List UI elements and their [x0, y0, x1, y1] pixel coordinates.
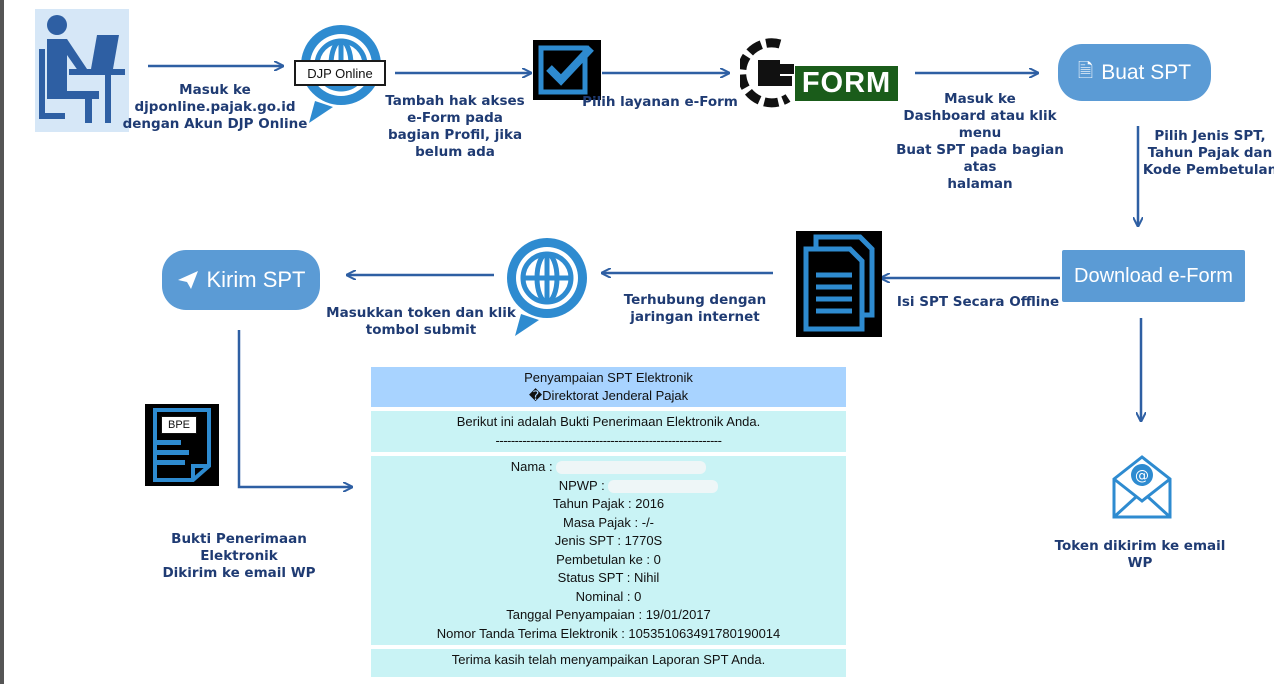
receipt-field: Jenis SPT : 1770S: [554, 533, 663, 548]
login-caption: Masuk ke djponline.pajak.go.id dengan Ak…: [122, 82, 308, 132]
bpe-caption: Bukti Penerimaan Elektronik Dikirim ke e…: [162, 531, 316, 581]
receipt-field: Masa Pajak : -/-: [562, 514, 655, 530]
receipt-npwp: NPWP :: [371, 477, 846, 496]
left-border: [0, 0, 4, 684]
receipt-subtitle: �Direktorat Jenderal Pajak: [528, 388, 689, 403]
kirim-spt-button[interactable]: Kirim SPT: [162, 250, 320, 310]
receipt-fields: Nama : NPWP : Tahun Pajak : 2016 Masa Pa…: [371, 456, 846, 645]
choose-spt-caption: Pilih Jenis SPT, Tahun Pajak dan Kode Pe…: [1142, 128, 1274, 178]
bpe-receipt: Penyampaian SPT Elektronik �Direktorat J…: [371, 367, 846, 677]
receipt-field: Nominal : 0: [575, 588, 642, 604]
receipt-field: Tahun Pajak : 2016: [552, 496, 665, 511]
receipt-title: Penyampaian SPT Elektronik: [524, 370, 693, 385]
token-submit-caption: Masukkan token dan klik tombol submit: [326, 305, 516, 338]
documents-icon: [796, 231, 882, 337]
bpe-badge: BPE: [161, 416, 197, 434]
svg-text:@: @: [1135, 468, 1149, 484]
send-icon: [177, 271, 198, 289]
offline-caption: Isi SPT Secara Offline: [896, 294, 1060, 310]
receipt-header: Penyampaian SPT Elektronik �Direktorat J…: [371, 367, 846, 407]
djp-online-badge: DJP Online: [294, 60, 386, 86]
checkbox-icon: [533, 40, 601, 100]
receipt-field: Pembetulan ke : 0: [556, 551, 661, 567]
redacted-npwp: [608, 479, 719, 493]
receipt-intro: Berikut ini adalah Bukti Penerimaan Elek…: [456, 414, 761, 448]
person-computer-icon: [35, 9, 129, 132]
choose-service-caption: Pilih layanan e-Form: [582, 94, 738, 110]
add-access-caption: Tambah hak akses e-Form pada bagian Prof…: [385, 93, 525, 160]
document-icon: 🗎: [1077, 60, 1094, 82]
dashboard-caption: Masuk ke Dashboard atau klik menu Buat S…: [896, 91, 1064, 192]
download-eform-button[interactable]: Download e-Form: [1062, 250, 1245, 302]
eform-logo: FORM: [740, 36, 900, 111]
receipt-footer: Terima kasih telah menyampaikan Laporan …: [451, 652, 766, 667]
receipt-field: Status SPT : Nihil: [557, 570, 660, 585]
internet-globe-icon: [501, 230, 593, 340]
eform-logo-text: FORM: [795, 66, 898, 101]
connected-caption: Terhubung dengan jaringan internet: [623, 292, 767, 325]
redacted-name: [556, 461, 707, 475]
receipt-nama: Nama :: [371, 458, 846, 477]
arrow-10: [237, 330, 351, 487]
token-email-caption: Token dikirim ke email WP: [1054, 538, 1226, 571]
receipt-field: Tanggal Penyampaian : 19/01/2017: [506, 607, 711, 622]
bpe-document-icon: BPE: [145, 404, 219, 486]
receipt-field: Nomor Tanda Terima Elektronik : 10535106…: [436, 625, 781, 641]
email-icon: @: [1112, 451, 1172, 519]
buat-spt-button[interactable]: 🗎 Buat SPT: [1058, 44, 1211, 101]
